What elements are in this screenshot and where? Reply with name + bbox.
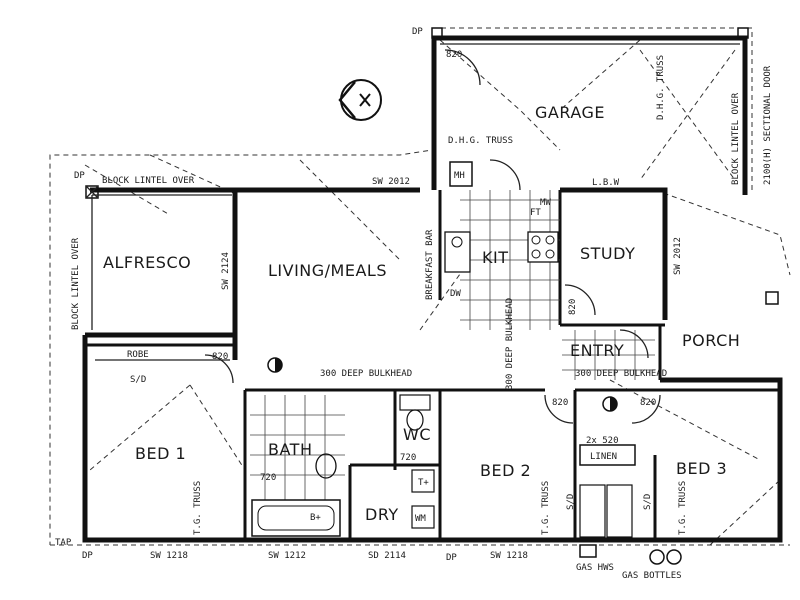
note-door-820-study: 820 <box>568 299 578 315</box>
note-sw-2012-top: SW 2012 <box>372 177 410 187</box>
room-dry: DRY <box>365 505 399 524</box>
note-sd-2114: SD 2114 <box>368 551 406 561</box>
note-door-720-bath: 720 <box>260 473 276 483</box>
note-mh: MH <box>454 171 465 181</box>
room-bath: BATH <box>268 440 312 459</box>
alfresco-outline <box>91 194 232 330</box>
room-robe-bed1: ROBE <box>127 350 149 360</box>
room-bed1: BED 1 <box>135 444 186 463</box>
note-sd-bed3: S/D <box>643 494 653 510</box>
note-door-820-alfresco: 820 <box>212 352 228 362</box>
note-dp-garage: DP <box>412 27 423 37</box>
room-alfresco: ALFRESCO <box>103 253 191 272</box>
outer-walls <box>82 185 783 543</box>
gas-bottles-icon <box>579 544 682 565</box>
note-block-lintel-left: BLOCK LINTEL OVER <box>71 237 81 330</box>
note-lbw: L.B.W <box>592 178 620 188</box>
room-study: STUDY <box>580 244 635 263</box>
note-tap: TAP <box>55 538 72 548</box>
note-wm: WM <box>415 514 426 524</box>
note-door-820-bed2: 820 <box>552 398 568 408</box>
note-sw-1218-right: SW 1218 <box>490 551 528 561</box>
room-living: LIVING/MEALS <box>268 261 387 280</box>
robe-linen <box>95 359 636 538</box>
note-dhg-truss: D.H.G. TRUSS <box>448 136 513 146</box>
door-swings <box>204 49 661 424</box>
note-dp-bottom: DP <box>446 553 457 563</box>
note-dhg-truss-v: D.H.G. TRUSS <box>656 55 666 120</box>
note-tg-truss-bed3: T.G. TRUSS <box>678 481 688 535</box>
note-door-720-wc: 720 <box>400 453 416 463</box>
note-sw-2124: SW 2124 <box>221 252 231 290</box>
note-gas-hws: GAS HWS <box>576 563 614 573</box>
kitchen-tiles <box>444 190 560 330</box>
room-kitchen: KIT <box>482 248 508 267</box>
note-sw-2012-study: SW 2012 <box>673 237 683 275</box>
note-block-lintel-garage: BLOCK LINTEL OVER <box>731 92 741 185</box>
note-dp-alfresco: DP <box>74 171 85 181</box>
light-fixture-icons <box>267 357 618 412</box>
note-mw: MW <box>540 198 551 208</box>
note-dp-bottom-left: DP <box>82 551 93 561</box>
note-gas-bottles: GAS BOTTLES <box>622 571 682 581</box>
note-block-lintel-alfresco: BLOCK LINTEL OVER <box>102 176 195 186</box>
room-linen: LINEN <box>590 452 617 462</box>
room-entry: ENTRY <box>570 341 624 360</box>
note-bulkhead-kitchen: 300 DEEP BULKHEAD <box>505 298 515 390</box>
note-sw-1218-left: SW 1218 <box>150 551 188 561</box>
note-dw: DW <box>450 289 461 299</box>
note-bulkhead-entry: 300 DEEP BULKHEAD <box>575 369 667 379</box>
note-tg-truss-left: T.G. TRUSS <box>193 481 203 535</box>
note-sectional-door: 2100(H) SECTIONAL DOOR <box>763 65 773 185</box>
room-bed2: BED 2 <box>480 461 531 480</box>
note-sd-bed1: S/D <box>130 375 146 385</box>
note-ft: FT <box>530 208 541 218</box>
room-porch: PORCH <box>682 331 740 350</box>
bath-tiles <box>250 394 435 537</box>
room-wc: WC <box>403 425 431 444</box>
garage-walls <box>431 27 749 195</box>
note-bulkhead-bed1: 300 DEEP BULKHEAD <box>320 369 412 379</box>
note-t-plus: T+ <box>418 478 429 488</box>
note-b-plus: B+ <box>310 513 321 523</box>
entry-tiles <box>562 330 655 380</box>
interior-walls <box>85 190 780 540</box>
note-sw-1212: SW 1212 <box>268 551 306 561</box>
note-door-820-garage: 820 <box>446 50 462 60</box>
note-door-820-bed3: 820 <box>640 398 656 408</box>
room-bed3: BED 3 <box>676 459 727 478</box>
note-linen-dim: 2x 520 <box>586 436 619 446</box>
room-garage: GARAGE <box>535 103 605 122</box>
note-tg-truss-bed2: T.G. TRUSS <box>541 481 551 535</box>
north-arrow-icon <box>338 79 382 121</box>
note-sd-bed2: S/D <box>566 494 576 510</box>
note-breakfast-bar: BREAKFAST BAR <box>425 229 435 300</box>
